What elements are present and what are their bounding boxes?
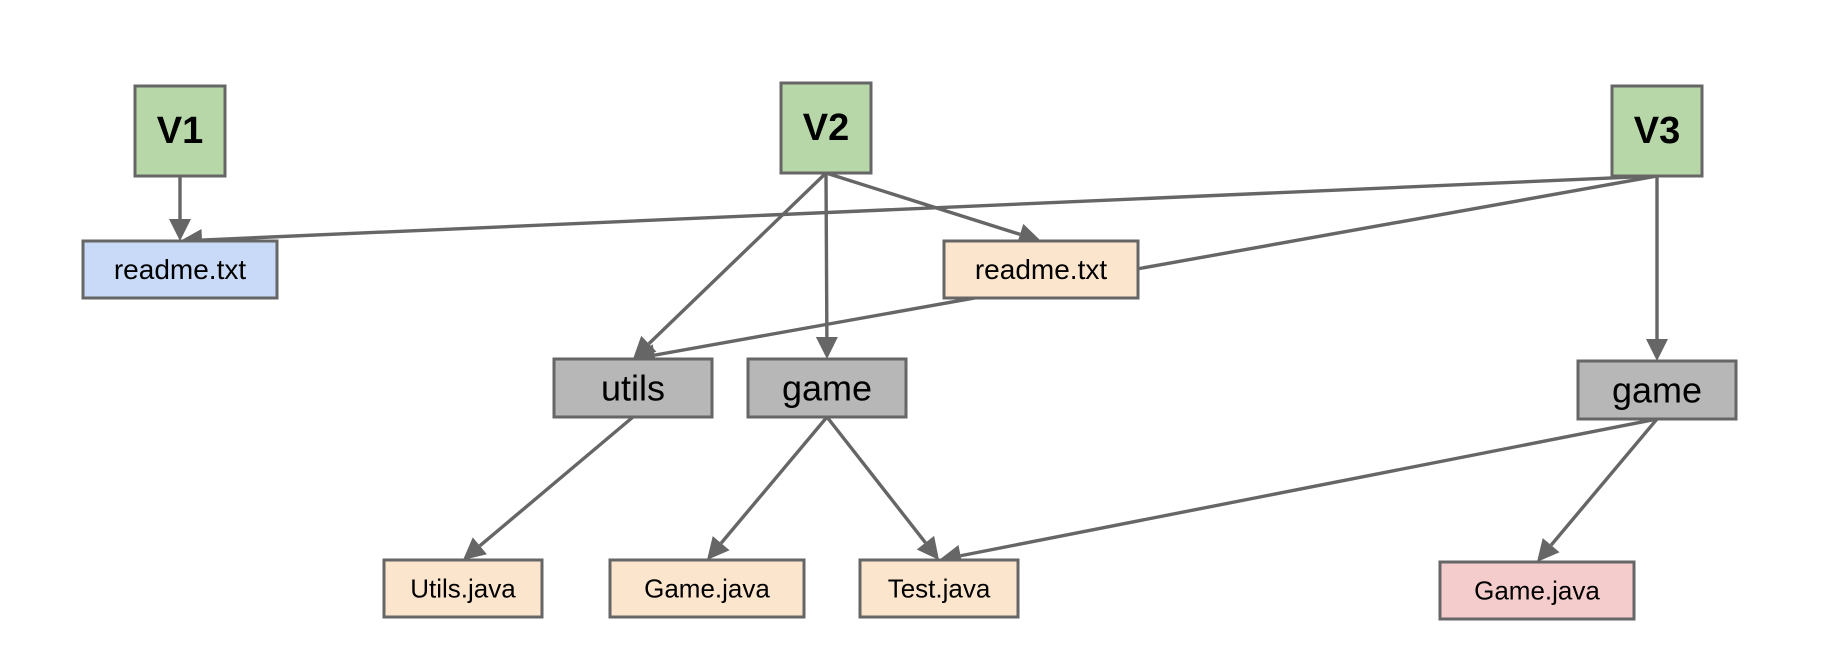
edge-v3-to-game_dir_v3: [1646, 176, 1668, 361]
node-game-dir-v3: game: [1576, 359, 1738, 421]
node-label: V1: [157, 110, 203, 152]
node-box: [133, 84, 227, 178]
node-game-java-v2: Game.java: [608, 558, 806, 619]
edge-line: [824, 172, 829, 338]
edge-game_dir_v2-to-game_java_v2: [707, 415, 829, 560]
node-box: [746, 357, 908, 419]
edge-line: [647, 171, 828, 345]
arrowhead-icon: [1646, 339, 1668, 361]
nodes-layer: V1 V2 V3 readme.txt readme.txt utils game gameU…: [81, 81, 1738, 621]
node-label: readme.txt: [114, 254, 246, 285]
edge-game_dir_v3-to-game_java_v3: [1537, 417, 1659, 562]
node-box: [1438, 560, 1636, 621]
edge-v2-to-game_dir_v2: [815, 172, 838, 359]
edge-game_dir_v2-to-test_java: [825, 415, 939, 560]
edge-v3-to-utils_dir: [633, 174, 1658, 366]
arrowhead-icon: [169, 219, 191, 241]
edge-line: [201, 174, 1658, 242]
node-v3: V3: [1610, 84, 1704, 178]
node-readme-v1: readme.txt: [81, 239, 279, 300]
node-v1: V1: [133, 84, 227, 178]
edge-line: [960, 417, 1658, 558]
node-label: V2: [803, 107, 849, 149]
node-readme-v2: readme.txt: [942, 239, 1140, 300]
arrowhead-icon: [815, 336, 838, 359]
node-label: Utils.java: [410, 574, 516, 604]
edge-v3-to-readme_v1: [180, 174, 1658, 252]
edge-v1-to-readme_v1: [169, 176, 191, 241]
arrowhead-icon: [463, 537, 487, 560]
node-utils-dir: utils: [552, 357, 714, 419]
node-box: [779, 81, 873, 175]
node-box: [1610, 84, 1704, 178]
node-label: utils: [601, 368, 665, 409]
arrowhead-icon: [1537, 538, 1560, 562]
node-test-java: Test.java: [858, 558, 1020, 619]
node-label: game: [1612, 370, 1702, 411]
node-box: [608, 558, 806, 619]
node-label: Game.java: [1474, 576, 1600, 606]
edge-line: [719, 415, 829, 545]
node-box: [552, 357, 714, 419]
node-v2: V2: [779, 81, 873, 175]
edges-layer: [169, 171, 1668, 567]
node-label: game: [782, 368, 872, 409]
node-label: Game.java: [644, 574, 770, 604]
node-box: [858, 558, 1020, 619]
node-utils-java: Utils.java: [382, 558, 544, 619]
node-box: [1576, 359, 1738, 421]
edge-utils_dir-to-utils_java: [463, 415, 635, 560]
arrowhead-icon: [916, 535, 939, 560]
node-label: V3: [1634, 110, 1680, 152]
edge-line: [825, 415, 927, 544]
node-box: [382, 558, 544, 619]
node-box: [942, 239, 1140, 300]
edge-line: [1549, 417, 1659, 547]
edge-line: [478, 415, 635, 548]
node-box: [81, 239, 279, 300]
node-game-dir-v2: game: [746, 357, 908, 419]
arrowhead-icon: [707, 536, 730, 560]
edge-line: [654, 174, 1658, 357]
node-game-java-v3: Game.java: [1438, 560, 1636, 621]
node-label: readme.txt: [975, 254, 1107, 285]
node-label: Test.java: [888, 574, 991, 604]
edge-line: [825, 171, 1021, 236]
